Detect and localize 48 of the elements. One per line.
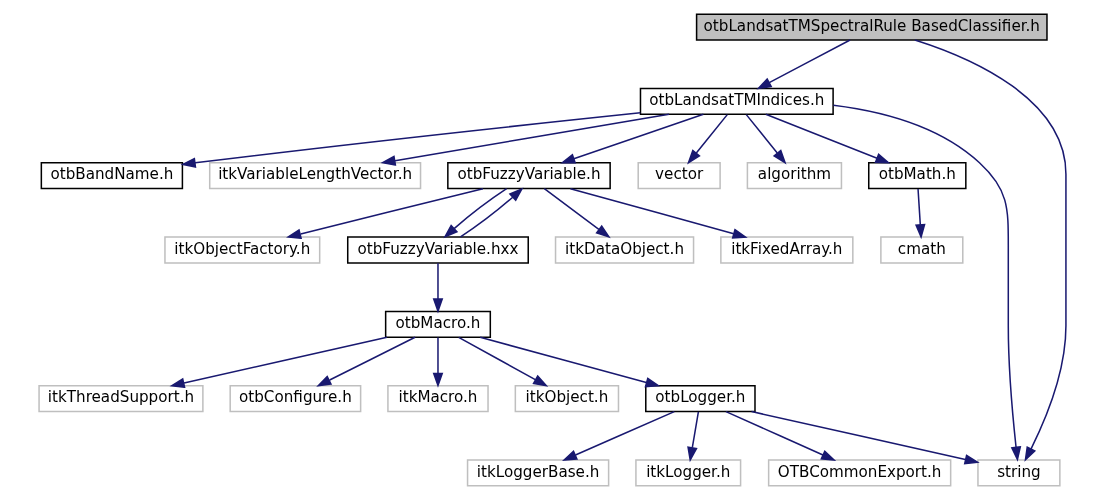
arrow xyxy=(432,336,443,388)
arrow xyxy=(914,188,926,240)
arrow xyxy=(169,336,388,389)
arrow xyxy=(442,187,507,239)
node-box: otbLogger.h xyxy=(644,385,756,413)
arrow xyxy=(315,336,416,387)
arrow xyxy=(750,410,980,465)
node-box: itkThreadSupport.h xyxy=(37,385,204,413)
node-box: itkObjectFactory.h xyxy=(163,236,320,264)
node-box: otbMath.h xyxy=(867,162,967,190)
node-box: cmath xyxy=(879,236,964,264)
node-box: vector xyxy=(636,162,721,190)
arrow xyxy=(561,410,675,461)
arrow xyxy=(764,113,890,164)
node-box: otbConfigure.h xyxy=(228,385,361,413)
node-box: OTBCommonExport.h xyxy=(767,459,951,487)
node-box: otbMacro.h xyxy=(384,310,491,338)
arrow xyxy=(459,187,523,238)
arrow xyxy=(724,410,836,461)
arrow xyxy=(180,112,641,168)
node-box: itkLoggerBase.h xyxy=(466,459,609,487)
arrow xyxy=(569,187,748,239)
arrow xyxy=(543,187,611,239)
arrow xyxy=(745,113,787,165)
node-box: otbLandsatTMSpectralRule BasedClassifier.h xyxy=(695,13,1048,41)
node-box: itkMacro.h xyxy=(386,385,489,413)
node-box: otbBandName.h xyxy=(40,162,183,190)
node-box: itkDataObject.h xyxy=(554,236,694,264)
node-box: string xyxy=(976,459,1061,487)
arrow xyxy=(457,336,548,387)
node-box: itkVariableLengthVector.h xyxy=(208,162,421,190)
node-box: itkObject.h xyxy=(514,385,619,413)
node-box: otbFuzzyVariable.h xyxy=(446,162,611,190)
node-box: algorithm xyxy=(746,162,842,190)
arrow xyxy=(559,113,704,164)
node-box: itkLogger.h xyxy=(634,459,741,487)
node-box: otbLandsatTMIndices.h xyxy=(639,87,834,115)
arrow xyxy=(686,411,699,463)
arrow xyxy=(755,39,851,90)
arrow xyxy=(432,262,443,314)
arrow xyxy=(832,104,1021,462)
arrow xyxy=(913,39,1067,462)
arrow xyxy=(379,113,670,166)
node-box: itkFixedArray.h xyxy=(719,236,854,264)
arrow xyxy=(478,336,661,388)
arrow xyxy=(285,187,484,240)
node-box: otbFuzzyVariable.hxx xyxy=(346,236,529,264)
arrow xyxy=(686,113,728,165)
